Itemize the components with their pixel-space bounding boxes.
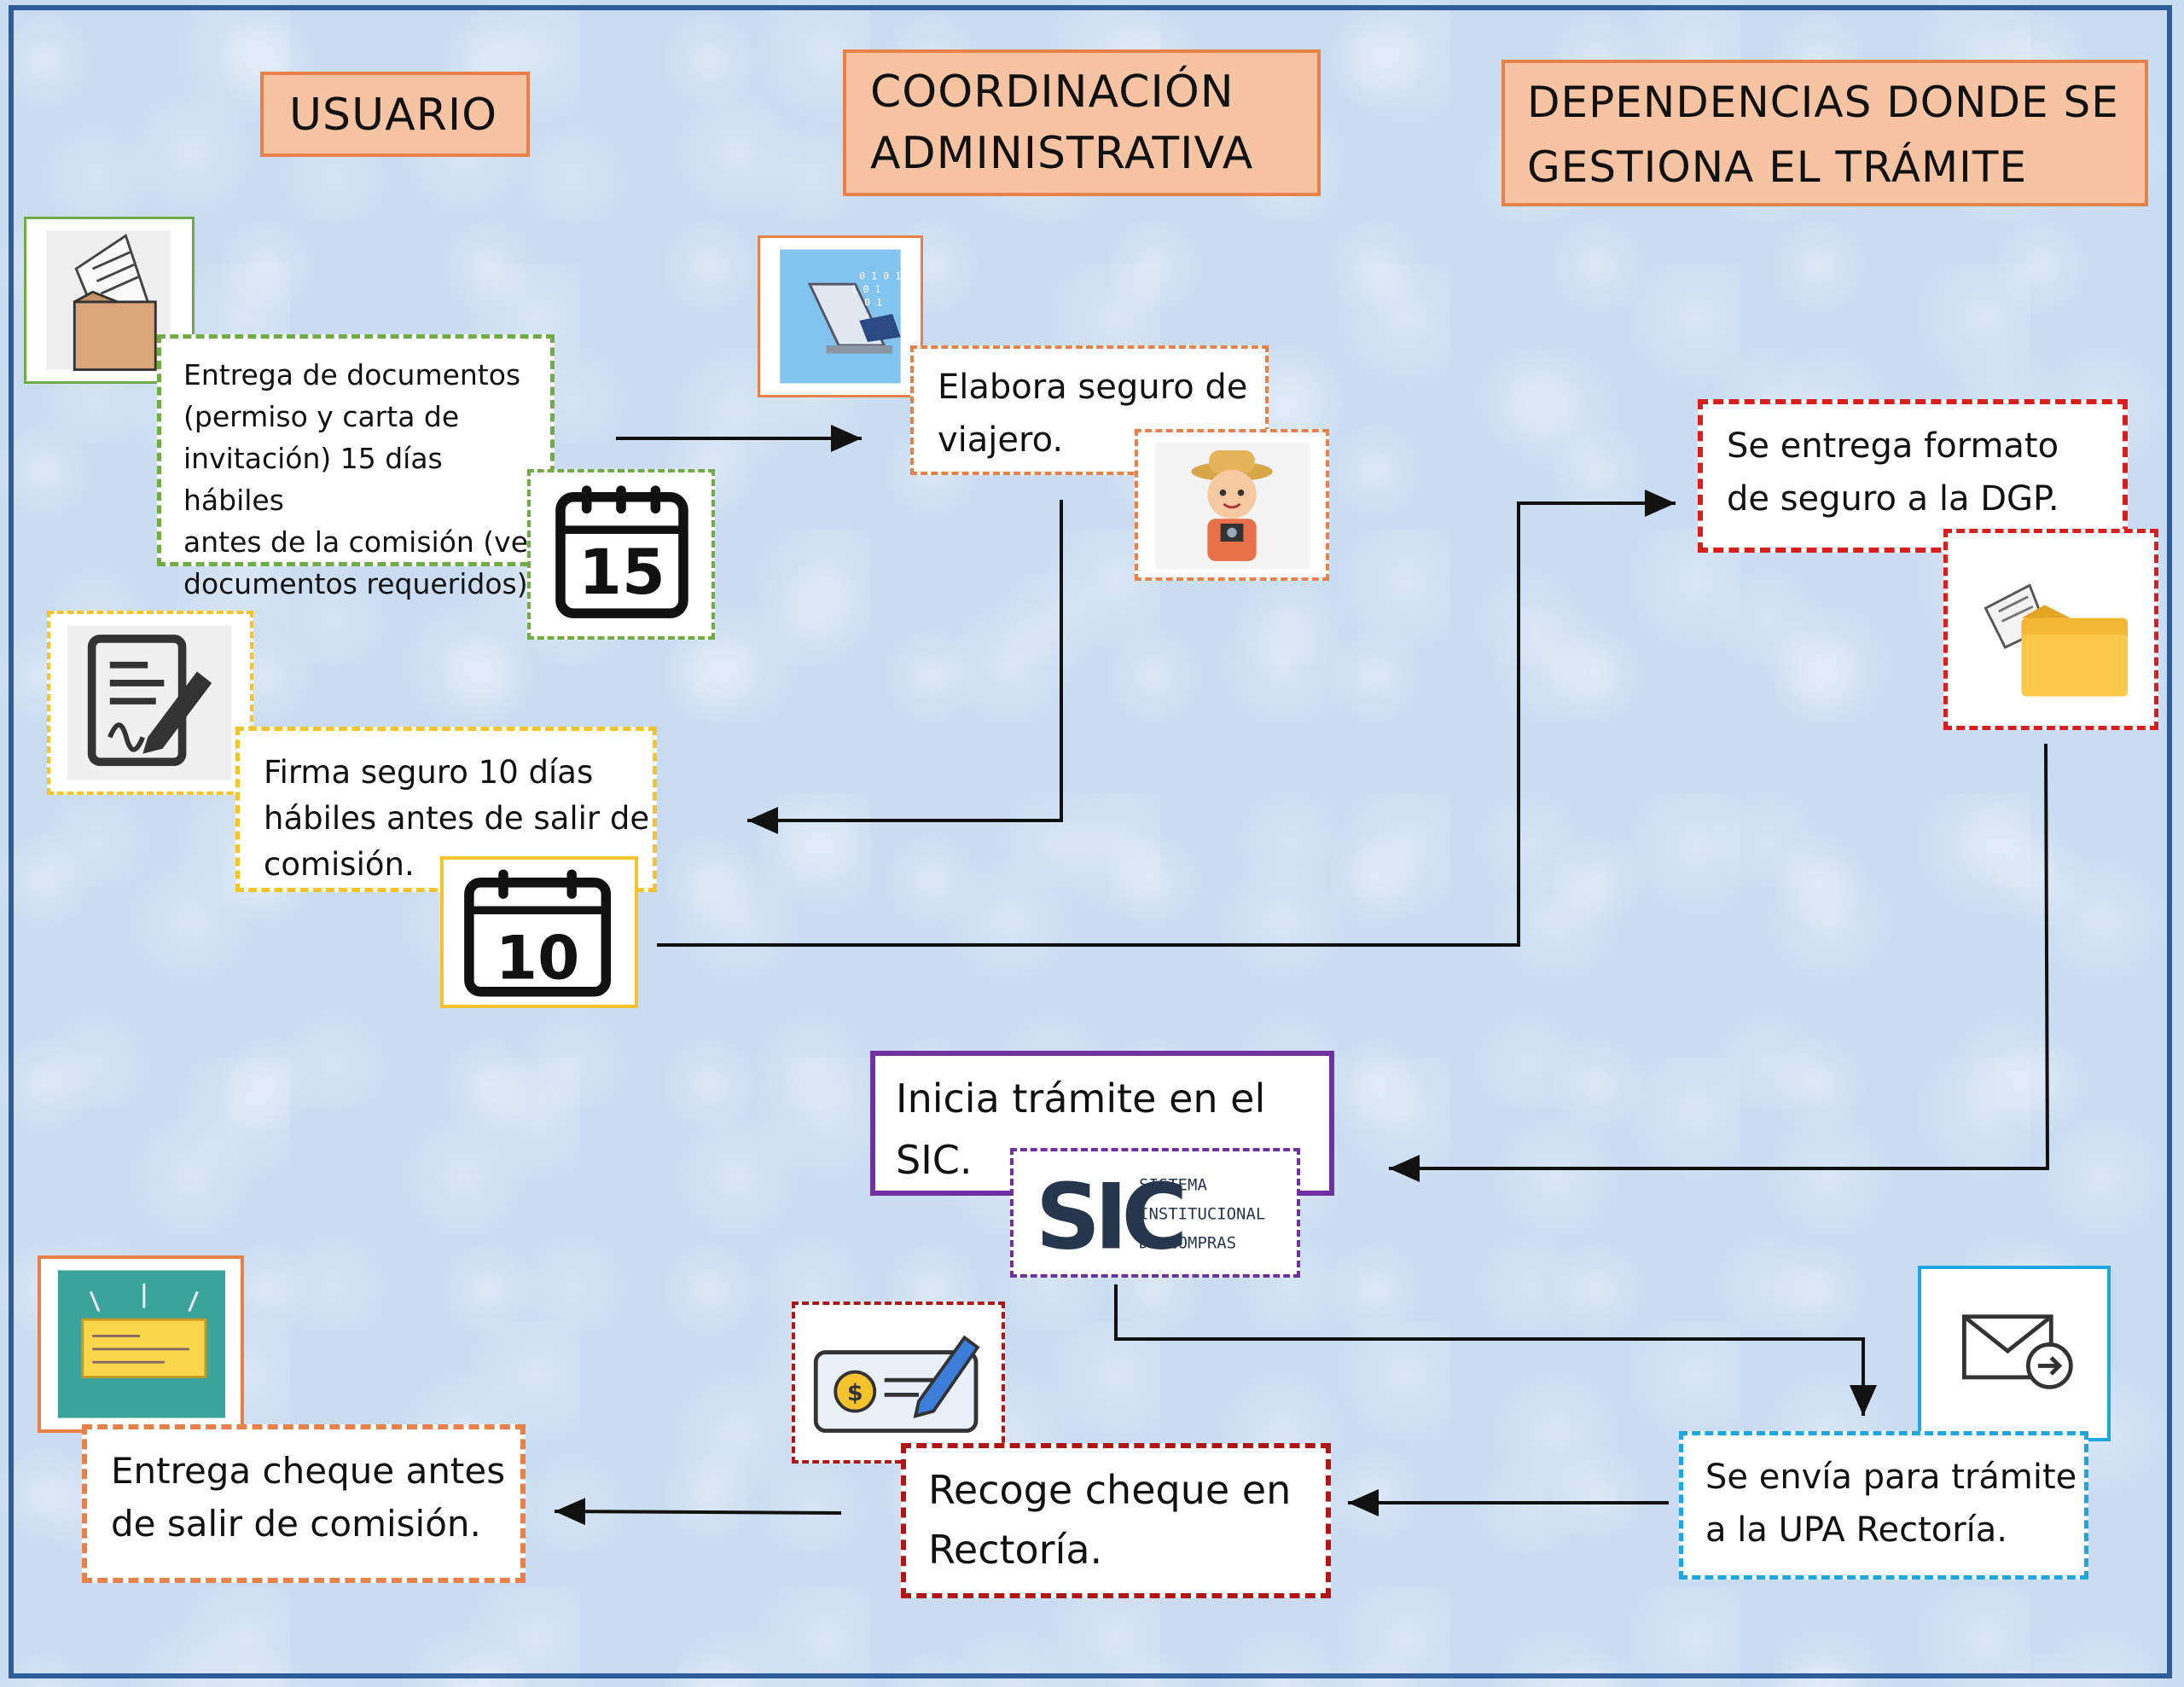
calendar-15-icon: 15 [555,485,688,618]
folder-image-box [1943,529,2158,730]
folder-papers-icon [1984,583,2129,697]
step-elabora-seguro-text: Elabora seguro de viajero. [938,368,1248,460]
header-dependencias: DEPENDENCIAS DONDE SE GESTIONA EL TRÁMIT… [1502,60,2148,206]
sic-logo-mark: SIC [1036,1166,1183,1271]
step-recoge-cheque: Recoge cheque en Rectoría. [901,1443,1331,1598]
step-recoge-cheque-text: Recoge cheque en Rectoría. [928,1467,1292,1573]
step-firma-seguro-text: Firma seguro 10 días hábiles antes de sa… [264,754,650,883]
header-coordinacion: COORDINACIÓN ADMINISTRATIVA [843,49,1321,196]
step-entrega-formato-text: Se entrega formato de seguro a la DGP. [1727,426,2059,519]
svg-text:$: $ [847,1380,863,1406]
traveler-icon [1155,442,1310,570]
header-coordinacion-text: COORDINACIÓN ADMINISTRATIVA [870,67,1254,179]
svg-text:0 1: 0 1 [864,296,882,308]
cheque-icon [57,1270,226,1418]
sic-logo: SIC SISTEMA INSTITUCIONAL DE COMPRAS [1036,1166,1265,1271]
step-entrega-formato: Se entrega formato de seguro a la DGP. [1698,399,2128,553]
step-entrega-cheque: Entrega cheque antes de salir de comisió… [82,1424,526,1583]
sic-logo-line2: INSTITUCIONAL [1139,1205,1265,1224]
svg-text:1 0 1: 1 0 1 [851,283,881,295]
calendar-15-box: 15 [527,469,715,640]
sign-document-icon [67,625,232,780]
outer-frame [9,5,2172,1678]
sic-logo-line3: DE COMPRAS [1139,1234,1236,1253]
laptop-typing-icon: 0 1 0 1 1 0 1 0 1 [780,249,901,384]
cheque-image-box [38,1255,244,1433]
traveler-image-box [1135,429,1329,581]
cheque-pen-icon: $ [813,1335,980,1433]
step-entrega-documentos-text: Entrega de documentos (permiso y carta d… [183,358,540,600]
sign-image-box [47,611,253,795]
calendar-10-icon: 10 [464,869,612,997]
step-entrega-documentos: Entrega de documentos (permiso y carta d… [157,334,555,600]
step-envia-tramite-text: Se envía para trámite a la UPA Rectoría. [1705,1458,2077,1550]
sic-logo-box: SIC SISTEMA INSTITUCIONAL DE COMPRAS [1010,1148,1300,1278]
sic-logo-line1: SISTEMA [1139,1175,1207,1194]
step-entrega-cheque-text: Entrega cheque antes de salir de comisió… [111,1450,506,1545]
calendar-10-number: 10 [496,922,579,993]
calendar-10-box: 10 [440,856,638,1008]
header-dependencias-text: DEPENDENCIAS DONDE SE GESTIONA EL TRÁMIT… [1527,78,2119,192]
header-usuario-text: USUARIO [289,90,498,141]
svg-text:0 1 0 1: 0 1 0 1 [859,270,901,281]
step-inicia-tramite-text: Inicia trámite en el SIC. [896,1075,1266,1183]
mail-image-box [1918,1266,2111,1441]
documents-folder-icon [46,230,171,371]
calendar-15-number: 15 [578,536,665,609]
laptop-image-box: 0 1 0 1 1 0 1 0 1 [758,235,923,397]
step-envia-tramite: Se envía para trámite a la UPA Rectoría. [1679,1431,2088,1580]
cheque-pen-image-box: $ [792,1301,1005,1464]
mail-send-icon [1961,1314,2073,1389]
header-usuario: USUARIO [260,72,530,157]
